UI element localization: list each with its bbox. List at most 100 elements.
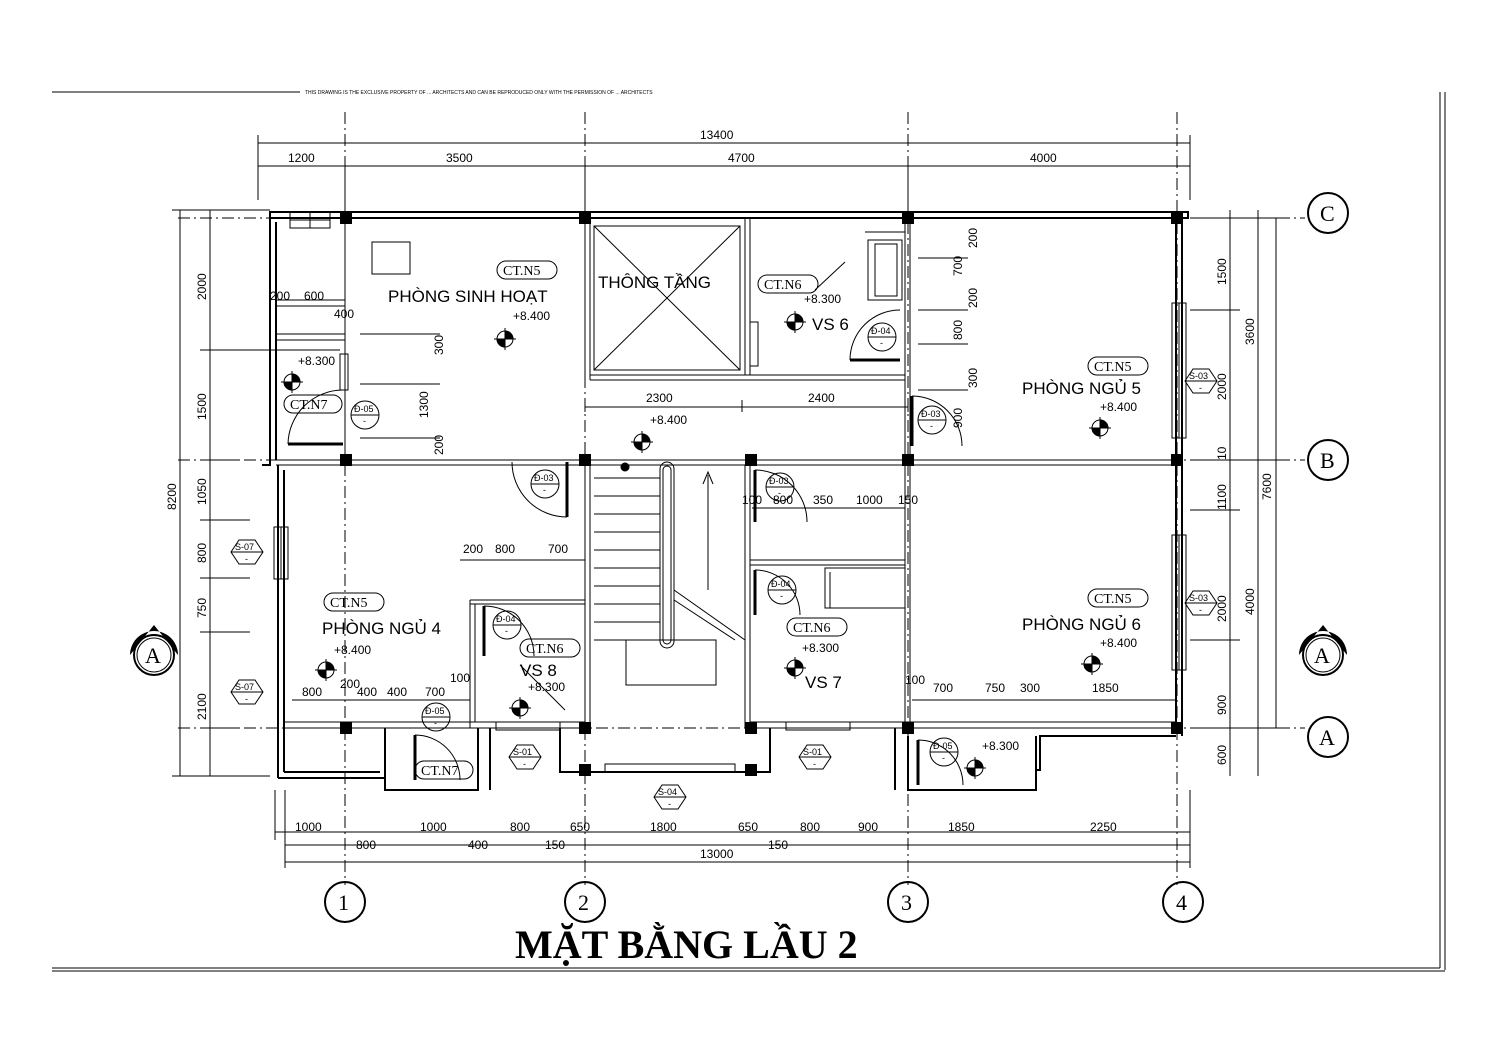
svg-text:750: 750 <box>985 681 1005 695</box>
svg-text:Đ-04: Đ-04 <box>871 326 891 336</box>
dim-top-1: 1200 <box>288 151 315 165</box>
dim-right-5: 2000 <box>1215 595 1229 622</box>
svg-text:-: - <box>1199 383 1202 393</box>
svg-text:-: - <box>880 338 883 348</box>
room-level: +8.400 <box>334 643 371 657</box>
svg-text:400: 400 <box>357 685 377 699</box>
exterior-walls <box>262 211 1189 791</box>
svg-text:700: 700 <box>425 685 445 699</box>
dim-left-2: 1500 <box>195 393 209 420</box>
svg-text:-: - <box>363 416 366 426</box>
door-tags: Đ-04 - Đ-05 - Đ-03 - Đ-03 - Đ-03 - Đ-04 - Đ-04… <box>350 322 959 767</box>
balcony-ref-upper: CT.N7 <box>283 394 343 414</box>
dim-bottom-1: 1000 <box>295 820 322 834</box>
svg-text:S-01: S-01 <box>513 747 532 757</box>
dim-bottom-2: 1000 <box>420 820 447 834</box>
svg-text:200: 200 <box>966 228 980 248</box>
room-name: PHÒNG NGỦ 4 <box>322 619 441 638</box>
svg-text:Đ-03: Đ-03 <box>921 409 941 419</box>
svg-text:Đ-03: Đ-03 <box>534 473 554 483</box>
dim-right-3: 10 <box>1215 446 1229 460</box>
dim-bottom-b3: 150 <box>545 838 565 852</box>
svg-text:-: - <box>1199 605 1202 615</box>
room-level: +8.300 <box>804 292 841 306</box>
svg-text:CT.N7: CT.N7 <box>290 398 327 413</box>
room-phong-ngu-4: CT.N5 PHÒNG NGỦ 4 +8.400 <box>322 592 441 657</box>
room-name: VS 6 <box>812 315 849 334</box>
svg-text:-: - <box>543 485 546 495</box>
room-ref: CT.N5 <box>1094 360 1131 375</box>
window-tags: S-03- S-03- S-07- S-07- S-01- S-01- S-04… <box>230 368 1218 810</box>
svg-text:300: 300 <box>1020 681 1040 695</box>
svg-text:-: - <box>245 554 248 564</box>
room-level: +8.400 <box>513 309 550 323</box>
svg-text:-: - <box>930 421 933 431</box>
dim-left-3: 1050 <box>195 478 209 505</box>
room-level: +8.400 <box>1100 400 1137 414</box>
svg-text:Đ-05: Đ-05 <box>354 404 374 414</box>
level-balcony: +8.300 <box>298 354 335 368</box>
dim-bottom-8: 900 <box>858 820 878 834</box>
windows <box>273 302 1187 773</box>
svg-text:C: C <box>1320 201 1335 226</box>
svg-text:4: 4 <box>1176 890 1187 915</box>
svg-text:700: 700 <box>548 542 568 556</box>
dim-top-3: 4700 <box>728 151 755 165</box>
svg-text:1300: 1300 <box>417 391 431 418</box>
grid-bubbles-columns: 1 2 3 4 <box>324 881 1204 923</box>
dim-bottom-4: 650 <box>570 820 590 834</box>
room-name: VS 8 <box>520 661 557 680</box>
svg-text:300: 300 <box>966 368 980 388</box>
level-balcony-right: +8.300 <box>982 739 1019 753</box>
svg-text:-: - <box>780 591 783 601</box>
svg-text:-: - <box>668 799 671 809</box>
svg-text:CT.N7: CT.N7 <box>421 764 458 779</box>
svg-text:1000: 1000 <box>856 493 883 507</box>
svg-text:S-07: S-07 <box>235 682 254 692</box>
room-name: PHÒNG NGỦ 5 <box>1022 379 1141 398</box>
room-ref: CT.N6 <box>764 278 801 293</box>
svg-text:-: - <box>245 694 248 704</box>
svg-text:S-04: S-04 <box>658 787 677 797</box>
room-phong-ngu-6: CT.N5 PHÒNG NGỦ 6 +8.400 <box>1022 588 1149 650</box>
svg-text:3: 3 <box>901 890 912 915</box>
inner-dimensions: 200 600 400 300 1300 200 700 200 200 800… <box>270 228 1119 699</box>
dim-bottom-b2: 400 <box>468 838 488 852</box>
svg-text:A: A <box>1319 725 1335 750</box>
svg-text:-: - <box>942 753 945 763</box>
svg-text:-: - <box>523 759 526 769</box>
room-level: +8.400 <box>1100 636 1137 650</box>
svg-text:S-07: S-07 <box>235 542 254 552</box>
svg-text:100: 100 <box>742 493 762 507</box>
dim-right-1: 1500 <box>1215 258 1229 285</box>
svg-text:Đ-04: Đ-04 <box>496 614 516 624</box>
dim-left-4: 800 <box>195 543 209 563</box>
room-ref: CT.N5 <box>1094 592 1131 607</box>
room-phong-ngu-5: CT.N5 PHÒNG NGỦ 5 +8.400 <box>1022 356 1149 414</box>
balcony-ref-lower: CT.N7 <box>414 760 474 780</box>
dim-right-mid-2: 4000 <box>1243 588 1257 615</box>
dim-bottom-6: 650 <box>738 820 758 834</box>
svg-text:-: - <box>813 759 816 769</box>
svg-text:Đ-04: Đ-04 <box>771 579 791 589</box>
svg-text:-: - <box>505 626 508 636</box>
bottom-dimensions <box>274 790 1191 868</box>
dim-top-4: 4000 <box>1030 151 1057 165</box>
dim-hall-1: 2300 <box>646 391 673 405</box>
grid-bubbles-rows: C B A <box>1307 192 1349 758</box>
svg-text:A: A <box>145 643 161 668</box>
svg-text:800: 800 <box>302 685 322 699</box>
svg-text:-: - <box>778 488 781 498</box>
hall-dimensions <box>584 400 909 412</box>
dim-right-2: 2000 <box>1215 373 1229 400</box>
dim-right-mid-1: 3600 <box>1243 318 1257 345</box>
room-name: VS 7 <box>805 673 842 692</box>
section-marker-left: A <box>130 625 178 676</box>
svg-text:1850: 1850 <box>1092 681 1119 695</box>
room-vs-8: CT.N6 VS 8 +8.300 <box>519 638 581 711</box>
dim-bottom-3: 800 <box>510 820 530 834</box>
dim-left-1: 2000 <box>195 273 209 300</box>
svg-text:350: 350 <box>813 493 833 507</box>
svg-text:Đ-03: Đ-03 <box>769 476 789 486</box>
svg-text:700: 700 <box>933 681 953 695</box>
